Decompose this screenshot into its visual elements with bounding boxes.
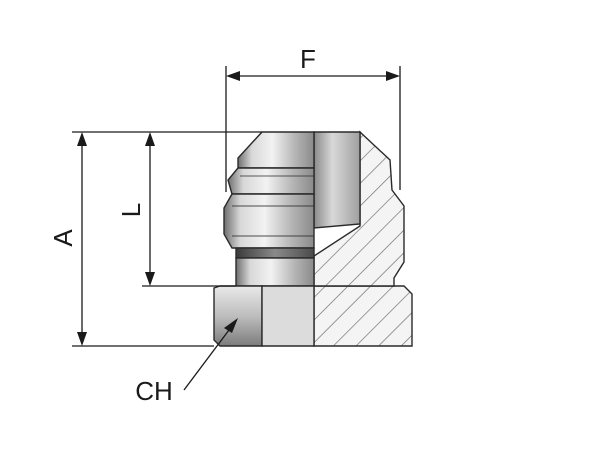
hex-face-left	[213, 285, 263, 347]
groove	[235, 247, 315, 259]
dimension-f: F	[225, 44, 401, 192]
hex-face-right	[261, 285, 315, 347]
cone-body-section	[313, 130, 405, 287]
dimension-label-a: A	[48, 229, 78, 247]
upper-collar	[227, 167, 315, 195]
section-cut	[313, 130, 413, 347]
dimension-a: A	[48, 131, 262, 347]
dimension-l: L	[116, 132, 236, 287]
cone-nose	[237, 131, 315, 169]
dimension-label-l: L	[116, 203, 146, 217]
thread-band	[223, 193, 315, 249]
external-view	[213, 131, 315, 347]
hex-size-label: CH	[135, 376, 173, 406]
dimension-label-f: F	[300, 44, 316, 74]
hex-body-section	[313, 285, 413, 347]
leader-ch: CH	[135, 318, 238, 406]
neck	[235, 257, 315, 287]
bore	[313, 131, 361, 229]
